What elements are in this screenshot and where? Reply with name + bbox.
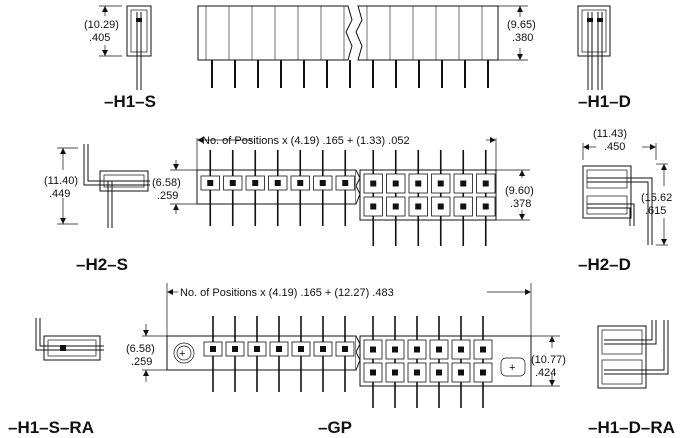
contact-pin (342, 346, 348, 352)
label-h1s: –H1–S (104, 92, 156, 111)
contact-pin (392, 180, 399, 187)
label-h1dra: –H1–D–RA (588, 418, 675, 437)
gp-right-mount-plus-icon: + (509, 362, 515, 374)
h1-front-view (197, 5, 528, 88)
contact-pin (370, 346, 376, 353)
contact-pin (437, 180, 444, 187)
gp-right-mm: (10.77) (531, 354, 566, 366)
h2d-side-view (582, 143, 668, 246)
contact-pin (392, 346, 398, 353)
h2-top-view (170, 137, 530, 246)
contact-pin (254, 346, 260, 352)
contact-pin (460, 203, 467, 210)
contact-pin (392, 369, 398, 376)
h1d-side-view (577, 5, 611, 90)
contact-pin (298, 346, 304, 352)
gp-left-in: .259 (131, 356, 152, 368)
label-h2d: –H2–D (578, 255, 631, 274)
gp-formula: No. of Positions x (4.19) .165 + (12.27)… (180, 287, 394, 299)
contact-pin (370, 369, 376, 376)
contact-pin (437, 203, 444, 210)
contact-pin (370, 203, 377, 210)
contact-pin (319, 180, 326, 186)
h2-left-in: .259 (157, 190, 178, 202)
gp-top-view (142, 283, 560, 408)
contact-pin (480, 369, 486, 376)
contact-pin (229, 180, 236, 186)
contact-pin (274, 180, 281, 186)
contact-pin (276, 346, 282, 352)
h1-height-in: .380 (512, 32, 533, 44)
contact-pin (436, 346, 442, 353)
h2d-side-in: .615 (645, 205, 666, 217)
h2s-side-view (57, 144, 150, 228)
contact-pin (480, 346, 486, 353)
contact-pin (460, 180, 467, 187)
contact-pin (482, 180, 489, 187)
contact-pin (210, 346, 216, 352)
contact-pin (252, 180, 259, 186)
h1dra-side-view (597, 320, 669, 389)
contact-pin (207, 180, 214, 186)
h2d-top-in: .450 (604, 141, 625, 153)
h2-left-mm: (6.58) (152, 177, 181, 189)
h2s-dim-in: .449 (49, 188, 70, 200)
label-gp: –GP (318, 418, 352, 437)
contact-pin (232, 346, 238, 352)
contact-pin (392, 203, 399, 210)
contact-pin (370, 180, 377, 187)
gp-right-in: .424 (535, 367, 556, 379)
contact-pin (415, 203, 422, 210)
gp-left-mm: (6.58) (126, 343, 155, 355)
contact-pin (458, 346, 464, 353)
gp-left-mount-plus-icon: + (179, 348, 185, 360)
h2s-dim-mm: (11.40) (44, 175, 78, 187)
contact-pin (436, 369, 442, 376)
h2-right-mm: (9.60) (505, 185, 534, 197)
h1s-dim-mm: (10.29) (84, 19, 119, 31)
contact-pin (342, 180, 349, 186)
contact-pin (482, 203, 489, 210)
h2-formula: No. of Positions x (4.19) .165 + (1.33) … (202, 135, 410, 147)
label-h1d: –H1–D (578, 92, 631, 111)
label-h2s: –H2–S (76, 255, 128, 274)
h1s-side-view (99, 5, 152, 90)
contact-pin (415, 180, 422, 187)
h1sra-side-view (35, 318, 104, 361)
h2d-side-mm: (15.62 (641, 192, 672, 204)
label-h1sra: –H1–S–RA (8, 418, 94, 437)
contact-pin (297, 180, 304, 186)
h2-right-in: .378 (510, 198, 531, 210)
h2d-top-mm: (11.43) (593, 128, 627, 140)
h1-height-mm: (9.65) (507, 19, 536, 31)
contact-pin (414, 369, 420, 376)
contact-pin (414, 346, 420, 353)
contact-pin (320, 346, 326, 352)
h1s-dim-in: .405 (89, 32, 110, 44)
contact-pin (458, 369, 464, 376)
